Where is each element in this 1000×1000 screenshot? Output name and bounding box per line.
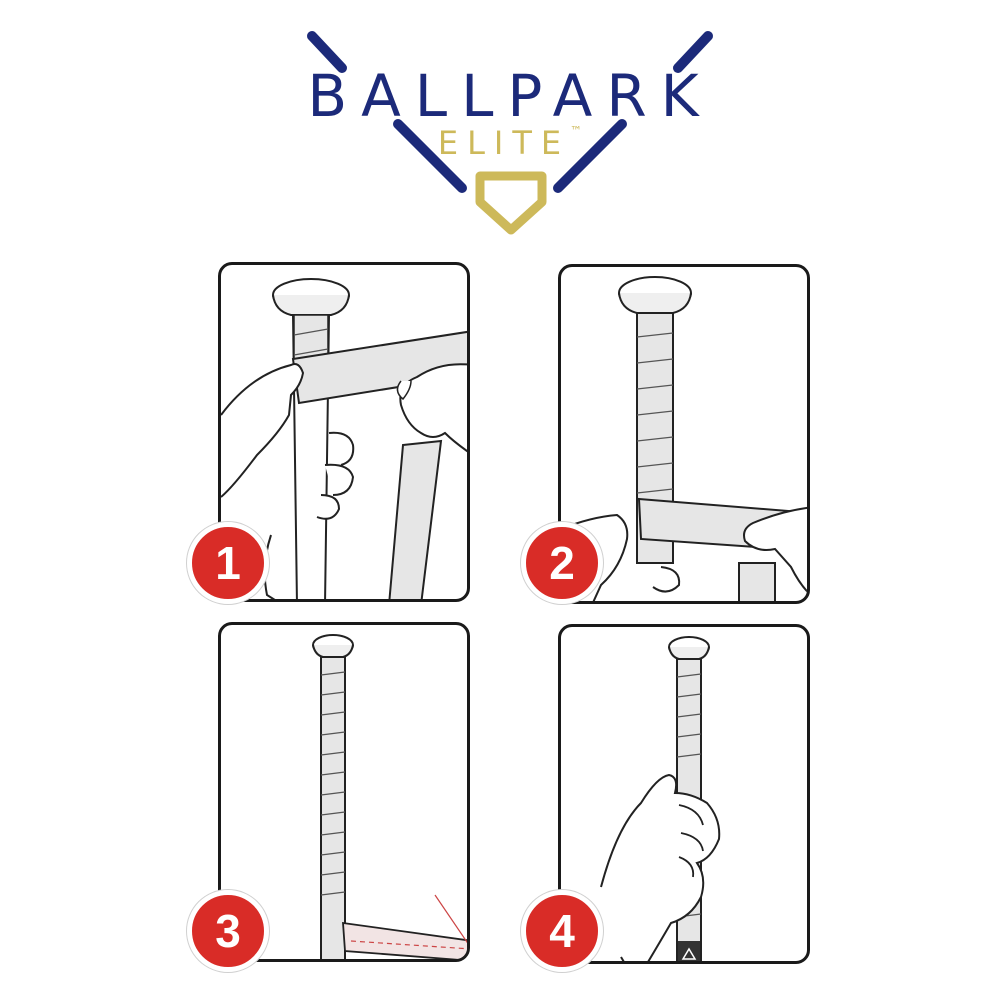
step-3-badge: 3 (187, 890, 269, 972)
logo-word: BALLPARK (307, 62, 713, 130)
logo-trademark: ™ (570, 124, 583, 138)
step-4-panel (558, 624, 810, 964)
step-4-illustration (600, 636, 721, 961)
step-2-badge: 2 (521, 522, 603, 604)
step-1-badge: 1 (187, 522, 269, 604)
ballpark-elite-logo: BALLPARK ELITE™ (280, 20, 740, 250)
logo-chevron-graphic (307, 31, 713, 235)
step-3-illustration (312, 634, 467, 959)
logo-subtitle: ELITE™ (280, 124, 740, 162)
step-1-illustration (221, 278, 467, 599)
step-4-badge: 4 (521, 890, 603, 972)
step-2-illustration (561, 276, 807, 601)
logo-elite-text: ELITE (437, 124, 571, 162)
home-plate-icon (475, 171, 547, 235)
